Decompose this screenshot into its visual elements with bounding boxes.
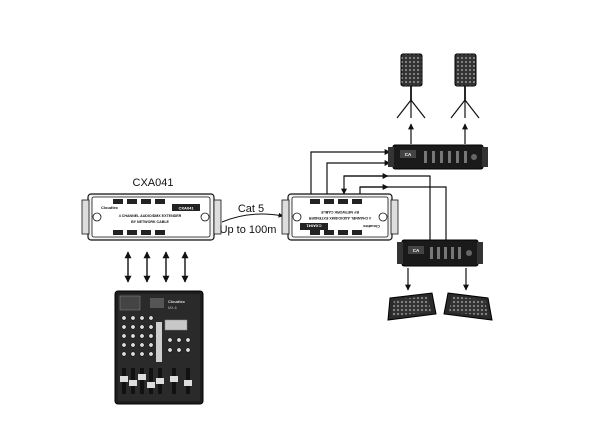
floor-monitor-left <box>387 292 437 321</box>
speaker-right <box>450 53 480 119</box>
mixer-model: MX-6 <box>168 306 177 310</box>
receiver-panel-line2: BY NETWORK CABLE <box>320 210 358 214</box>
receiver-panel-line1: 4 CHANNEL AUDIO/DMX EXTENDER <box>308 216 371 220</box>
sender-panel-line1: 4 CHANNEL AUDIO/DMX EXTENDER <box>119 214 182 218</box>
output-wiring <box>310 123 469 291</box>
amplifier-top-brand: CA <box>405 152 412 157</box>
sender-badge: CXA041 <box>178 206 194 211</box>
receiver-extender: Cloudtec CXA041 4 CHANNEL AUDIO/DMX EXTE… <box>281 193 399 241</box>
cable-distance-label: Up to 100m <box>220 224 277 236</box>
speaker-left <box>396 53 426 119</box>
audio-mixer: Cloudtec MX-6 <box>114 290 204 405</box>
mixer-connection-arrows <box>124 251 189 283</box>
floor-monitor-right <box>443 292 493 321</box>
sender-model-label: CXA041 <box>133 177 174 189</box>
receiver-badge: CXA041 <box>306 224 322 229</box>
sender-panel-line2: BY NETWORK CABLE <box>131 220 169 224</box>
sender-extender: CXA041 Cloudtec CXA041 4 CHANNEL AUDIO/D… <box>81 177 222 241</box>
cat5-link: Cat 5 Up to 100m <box>220 203 284 236</box>
amplifier-bottom-brand: CA <box>413 248 420 253</box>
cable-type-label: Cat 5 <box>238 203 264 215</box>
receiver-brand: Cloudtec <box>362 224 380 229</box>
amplifier-top: CA <box>388 144 488 170</box>
amplifier-bottom: CA <box>397 239 483 267</box>
mixer-brand: Cloudtec <box>168 299 186 304</box>
sender-brand: Cloudtec <box>101 205 119 210</box>
